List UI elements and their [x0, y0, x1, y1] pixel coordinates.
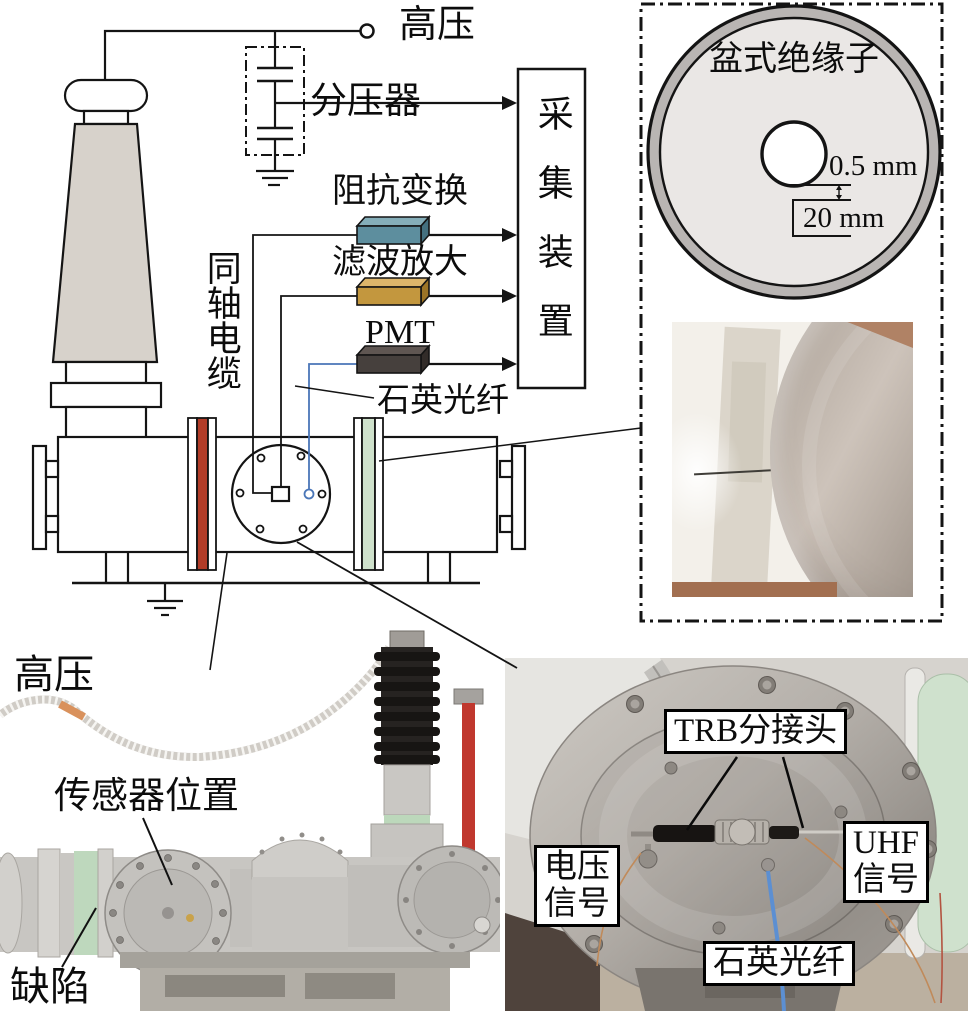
filter-module	[355, 275, 431, 308]
defect-pointer-line	[61, 907, 97, 968]
right-disc-inner	[413, 861, 491, 939]
label-high-voltage: 高压	[399, 4, 476, 46]
label-gap-0-5mm: 0.5 mm	[829, 150, 918, 182]
gis-chamber	[56, 435, 499, 554]
copper-wire-right	[804, 837, 936, 1004]
label-voltage-signal-line2: 信号	[544, 885, 610, 922]
capacitor-2	[257, 126, 293, 141]
valve-dome	[251, 839, 349, 880]
pointer-to-panel	[378, 427, 642, 462]
green-spacer	[353, 417, 384, 571]
transformer-body	[51, 122, 159, 364]
chamber-legs	[104, 552, 452, 583]
label-filter-amplify: 滤波放大	[332, 244, 468, 281]
transformer-cap	[63, 78, 149, 113]
label-impedance-transform: 阻抗变换	[332, 173, 468, 210]
rod-fitting	[453, 688, 484, 705]
trb-pointer-left	[685, 756, 739, 831]
label-uhf-signal: UHF 信号	[843, 821, 930, 903]
support-rail	[120, 952, 470, 968]
trb-right-connector	[769, 826, 799, 839]
blue-fiber-cable	[766, 870, 786, 1011]
gis-platform-drawing	[0, 630, 500, 1011]
flange-ring-1	[37, 848, 61, 958]
label-acquisition-device: 采集装置	[532, 95, 573, 371]
arrowheads	[502, 96, 517, 371]
ground-symbol-divider	[256, 169, 294, 187]
transformer-base-2	[64, 405, 148, 440]
red-wire-right	[939, 892, 943, 1004]
transformer-collar	[49, 381, 163, 409]
label-trb-tap: TRB分接头	[664, 709, 848, 754]
transformer-base-1	[64, 360, 148, 385]
hv-cable-coil	[0, 645, 393, 762]
pipe-left-cap	[0, 852, 23, 954]
capacitor-1	[257, 66, 293, 83]
label-defect-20mm: 20 mm	[803, 202, 885, 234]
fiber-line-blue	[308, 363, 357, 489]
bushing-adapter	[383, 764, 431, 816]
fiber-port	[761, 858, 775, 872]
brass-valve	[186, 914, 194, 922]
bushing-top-fitting	[389, 630, 425, 650]
label-uhf-signal-line1: UHF	[853, 825, 920, 861]
sensor-disc-hub	[162, 907, 174, 919]
ground-symbol-chamber	[147, 583, 183, 617]
bushing-green-band	[384, 815, 430, 824]
red-spacer	[187, 417, 217, 571]
label-coaxial-cable: 同轴电缆	[201, 250, 241, 390]
chamber-right-endplate	[510, 444, 527, 551]
label-voltage-divider: 分压器	[310, 81, 421, 122]
support-detail-2	[305, 973, 395, 999]
hv-cable-orange-band	[58, 700, 86, 721]
sensor-square	[270, 485, 291, 503]
insulator-hole	[760, 120, 828, 188]
label-sensor-position: 传感器位置	[54, 776, 239, 817]
chamber-left-endplate	[31, 444, 48, 551]
sensor-pointer-line	[142, 817, 173, 886]
photo-defect-closeup	[672, 322, 913, 597]
label-pmt: PMT	[365, 314, 435, 351]
photo-floor-strip	[672, 582, 837, 597]
support-detail-1	[165, 975, 285, 997]
n-connector	[638, 849, 658, 869]
fiber-label-pointer	[294, 385, 375, 399]
chamber-right-stub-1	[498, 459, 514, 479]
gauge	[473, 916, 491, 934]
red-rod	[462, 703, 475, 867]
hv-wire	[103, 29, 360, 80]
chamber-left-stub-2	[44, 514, 60, 534]
label-high-voltage-photo: 高压	[14, 652, 94, 697]
chamber-right-stub-2	[498, 514, 514, 534]
flange-ring-2	[60, 853, 74, 955]
label-quartz-fiber-schematic: 石英光纤	[377, 383, 509, 419]
label-uhf-signal-line2: 信号	[853, 861, 920, 898]
flange-bolt-holes	[235, 451, 327, 534]
trb-center-knob	[728, 818, 756, 846]
impedance-module	[355, 214, 431, 247]
label-basin-insulator: 盆式绝缘子	[709, 41, 879, 78]
label-voltage-signal-line1: 电压	[544, 849, 610, 885]
valve-body	[252, 877, 348, 950]
chamber-left-stub-1	[44, 459, 60, 479]
fiber-port-circle	[303, 488, 315, 500]
label-defect: 缺陷	[10, 964, 90, 1009]
valve-dome-bolts	[259, 832, 343, 855]
photo-gis-platform	[0, 625, 500, 1011]
transformer-neck	[82, 109, 130, 126]
sensor-flange-circle	[230, 443, 332, 545]
label-voltage-signal: 电压 信号	[534, 845, 620, 927]
trb-black-cylinder	[653, 825, 717, 842]
dimension-lines	[786, 184, 851, 201]
hv-terminal	[359, 23, 375, 39]
label-quartz-fiber-photo: 石英光纤	[703, 941, 855, 986]
divider-dashed-box	[245, 46, 305, 156]
trb-pointer-right	[781, 756, 805, 829]
